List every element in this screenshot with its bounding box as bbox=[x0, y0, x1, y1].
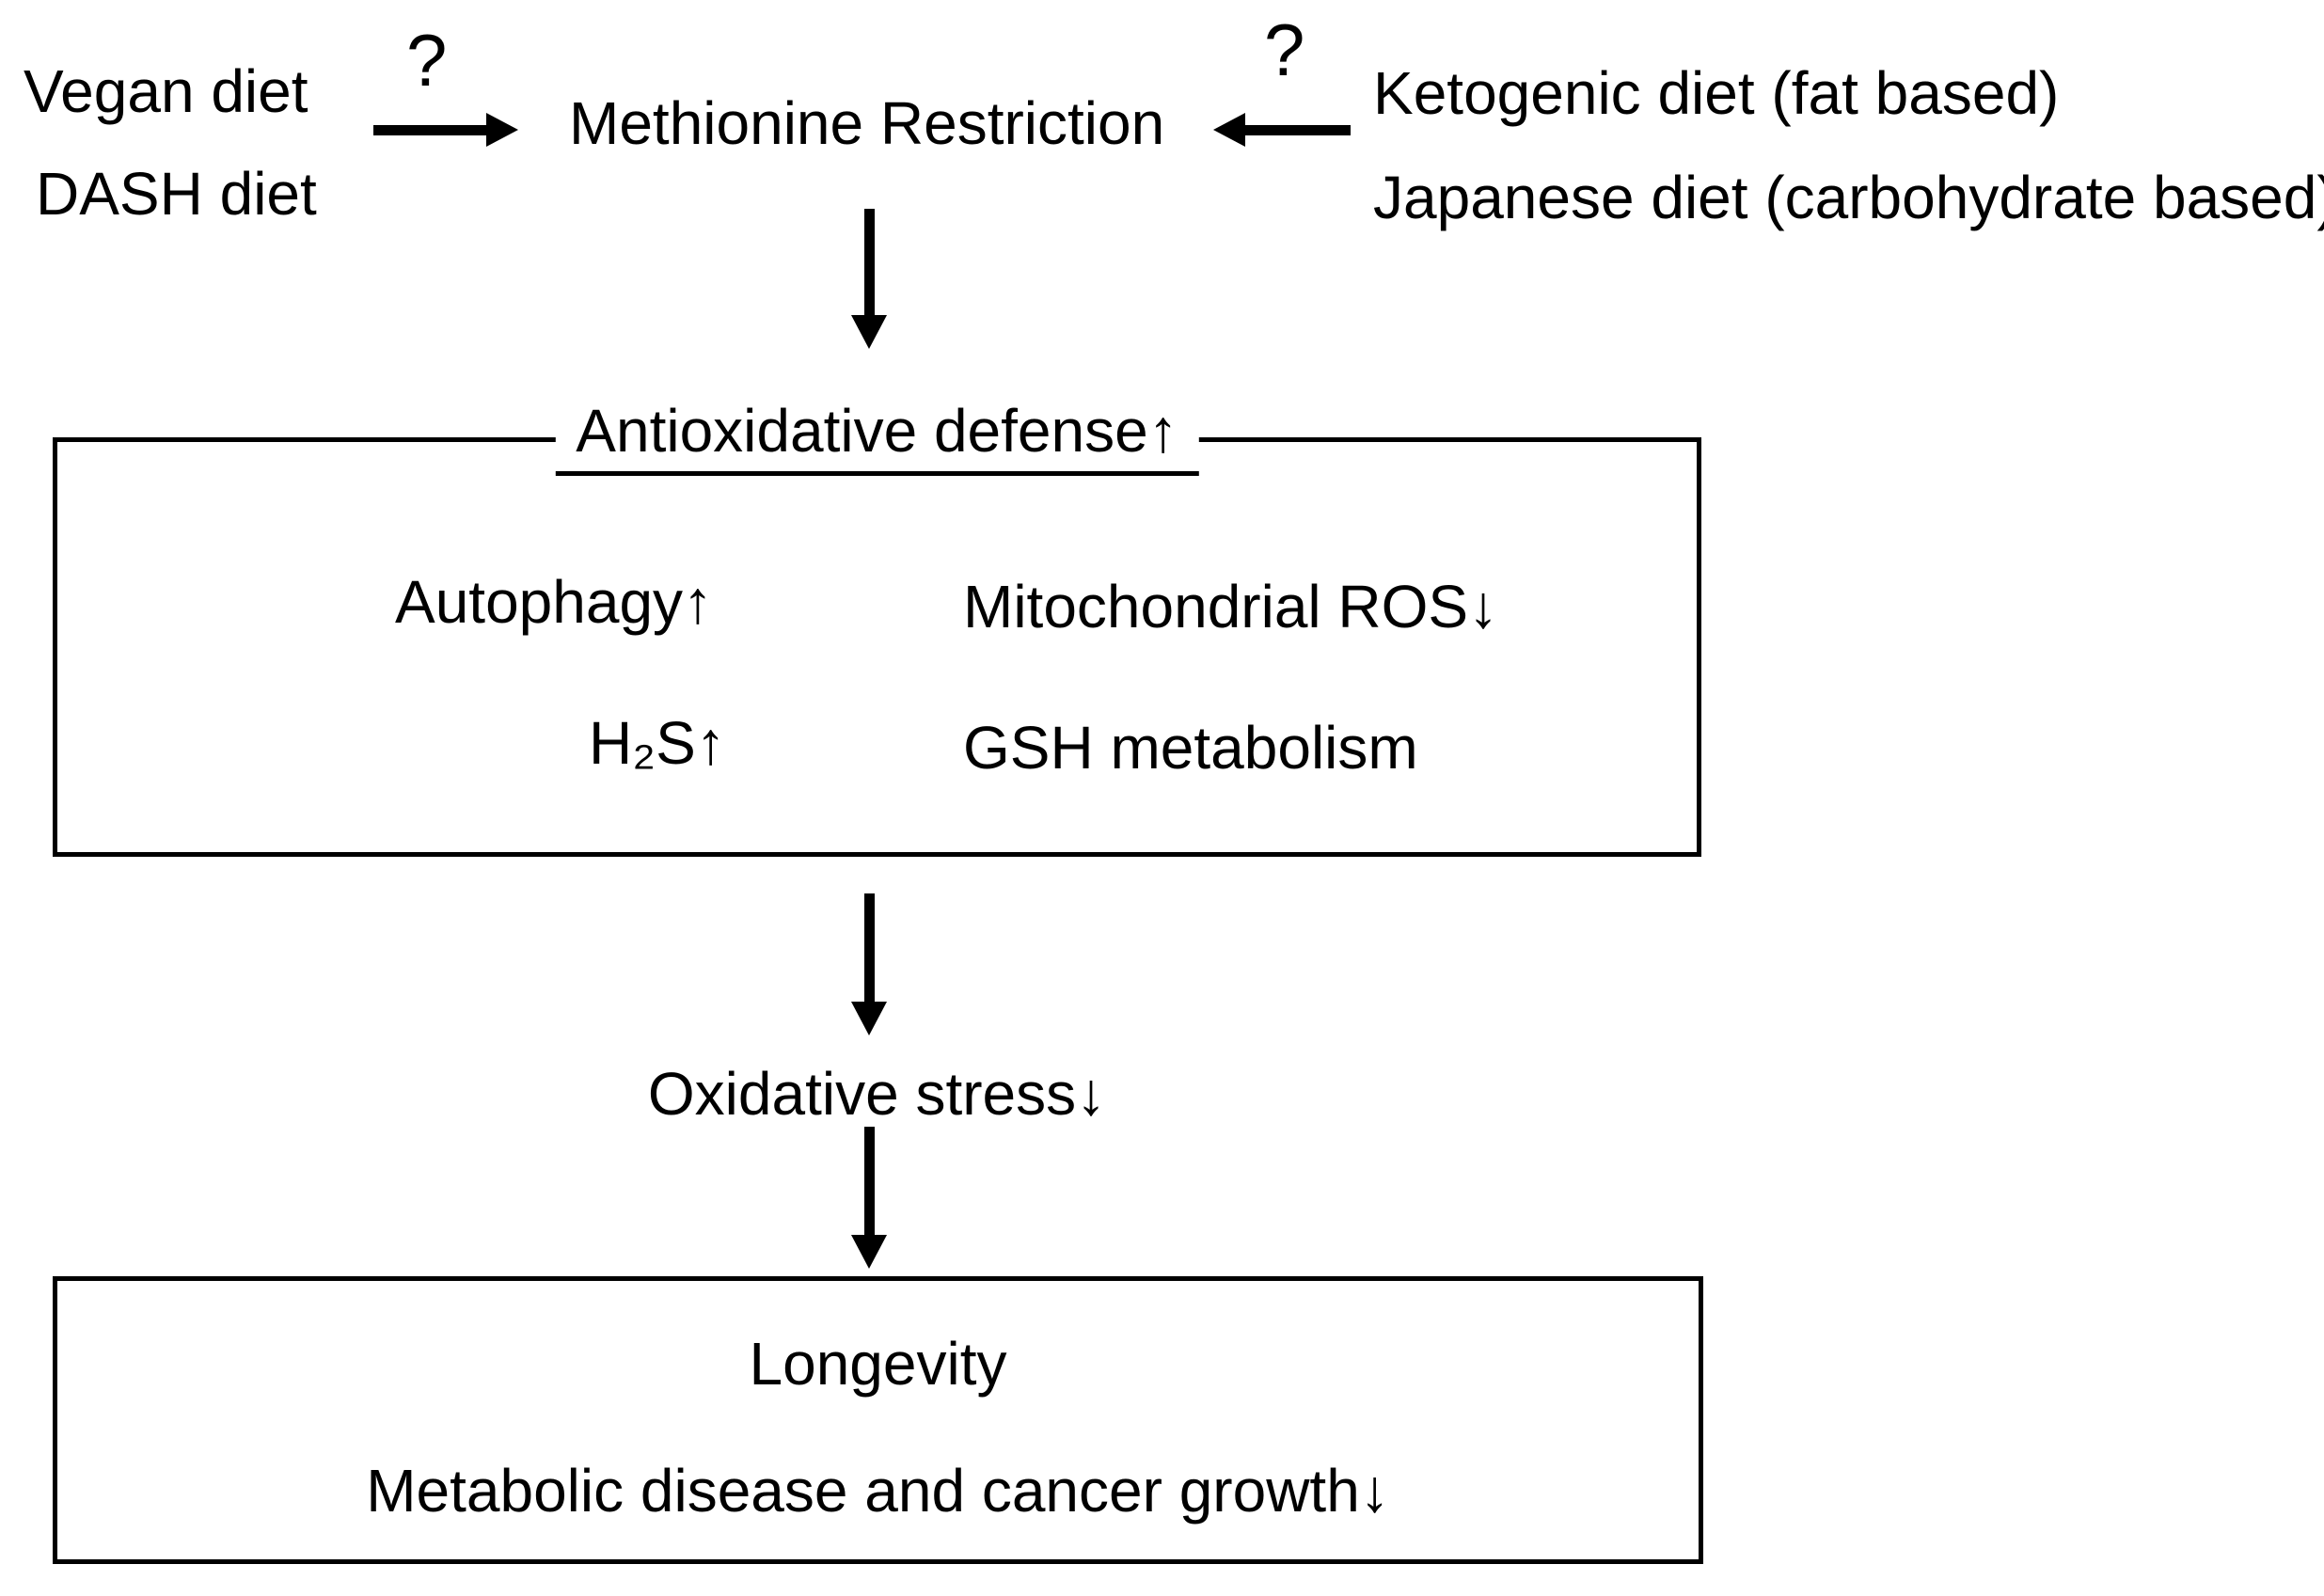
oxidative-to-outcome-arrow-icon bbox=[851, 1127, 887, 1269]
vegan-to-methionine-arrow-icon bbox=[373, 113, 518, 147]
vegan-diet-label: Vegan diet bbox=[24, 57, 308, 125]
arrow-head bbox=[486, 113, 518, 147]
japanese-diet-label: Japanese diet (carbohydrate based) bbox=[1373, 164, 2324, 231]
arrow-head bbox=[851, 1002, 887, 1035]
outcome-box: Longevity Metabolic disease and cancer g… bbox=[53, 1276, 1703, 1564]
right-question-mark: ? bbox=[1264, 8, 1305, 91]
oxidative-stress-label: Oxidative stress↓ bbox=[647, 1060, 1107, 1128]
h2s-label: H₂S↑ bbox=[589, 709, 726, 777]
ketogenic-diet-label: Ketogenic diet (fat based) bbox=[1373, 59, 2060, 127]
antioxidative-defense-box: Antioxidative defense↑ Autophagy↑ Mitoch… bbox=[53, 398, 1701, 857]
left-question-mark: ? bbox=[406, 19, 448, 102]
longevity-label: Longevity bbox=[749, 1330, 1007, 1398]
arrow-shaft bbox=[863, 893, 875, 1002]
arrow-shaft bbox=[863, 209, 875, 315]
arrow-shaft bbox=[1245, 124, 1351, 135]
defense-box-title: Antioxidative defense↑ bbox=[555, 398, 1199, 477]
arrow-shaft bbox=[863, 1127, 875, 1235]
arrow-head bbox=[1213, 113, 1245, 147]
arrow-shaft bbox=[373, 124, 486, 135]
methionine-restriction-label: Methionine Restriction bbox=[569, 89, 1165, 157]
arrow-head bbox=[851, 315, 887, 349]
defense-to-oxidative-arrow-icon bbox=[851, 893, 887, 1035]
gsh-metabolism-label: GSH metabolism bbox=[963, 714, 1418, 782]
dash-diet-label: DASH diet bbox=[36, 160, 317, 228]
mitochondrial-ros-label: Mitochondrial ROS↓ bbox=[963, 573, 1499, 640]
ketogenic-to-methionine-arrow-icon bbox=[1213, 113, 1351, 147]
metabolic-disease-label: Metabolic disease and cancer growth↓ bbox=[366, 1457, 1390, 1525]
arrow-head bbox=[851, 1235, 887, 1269]
autophagy-label: Autophagy↑ bbox=[395, 568, 714, 636]
methionine-to-defense-arrow-icon bbox=[851, 209, 887, 349]
